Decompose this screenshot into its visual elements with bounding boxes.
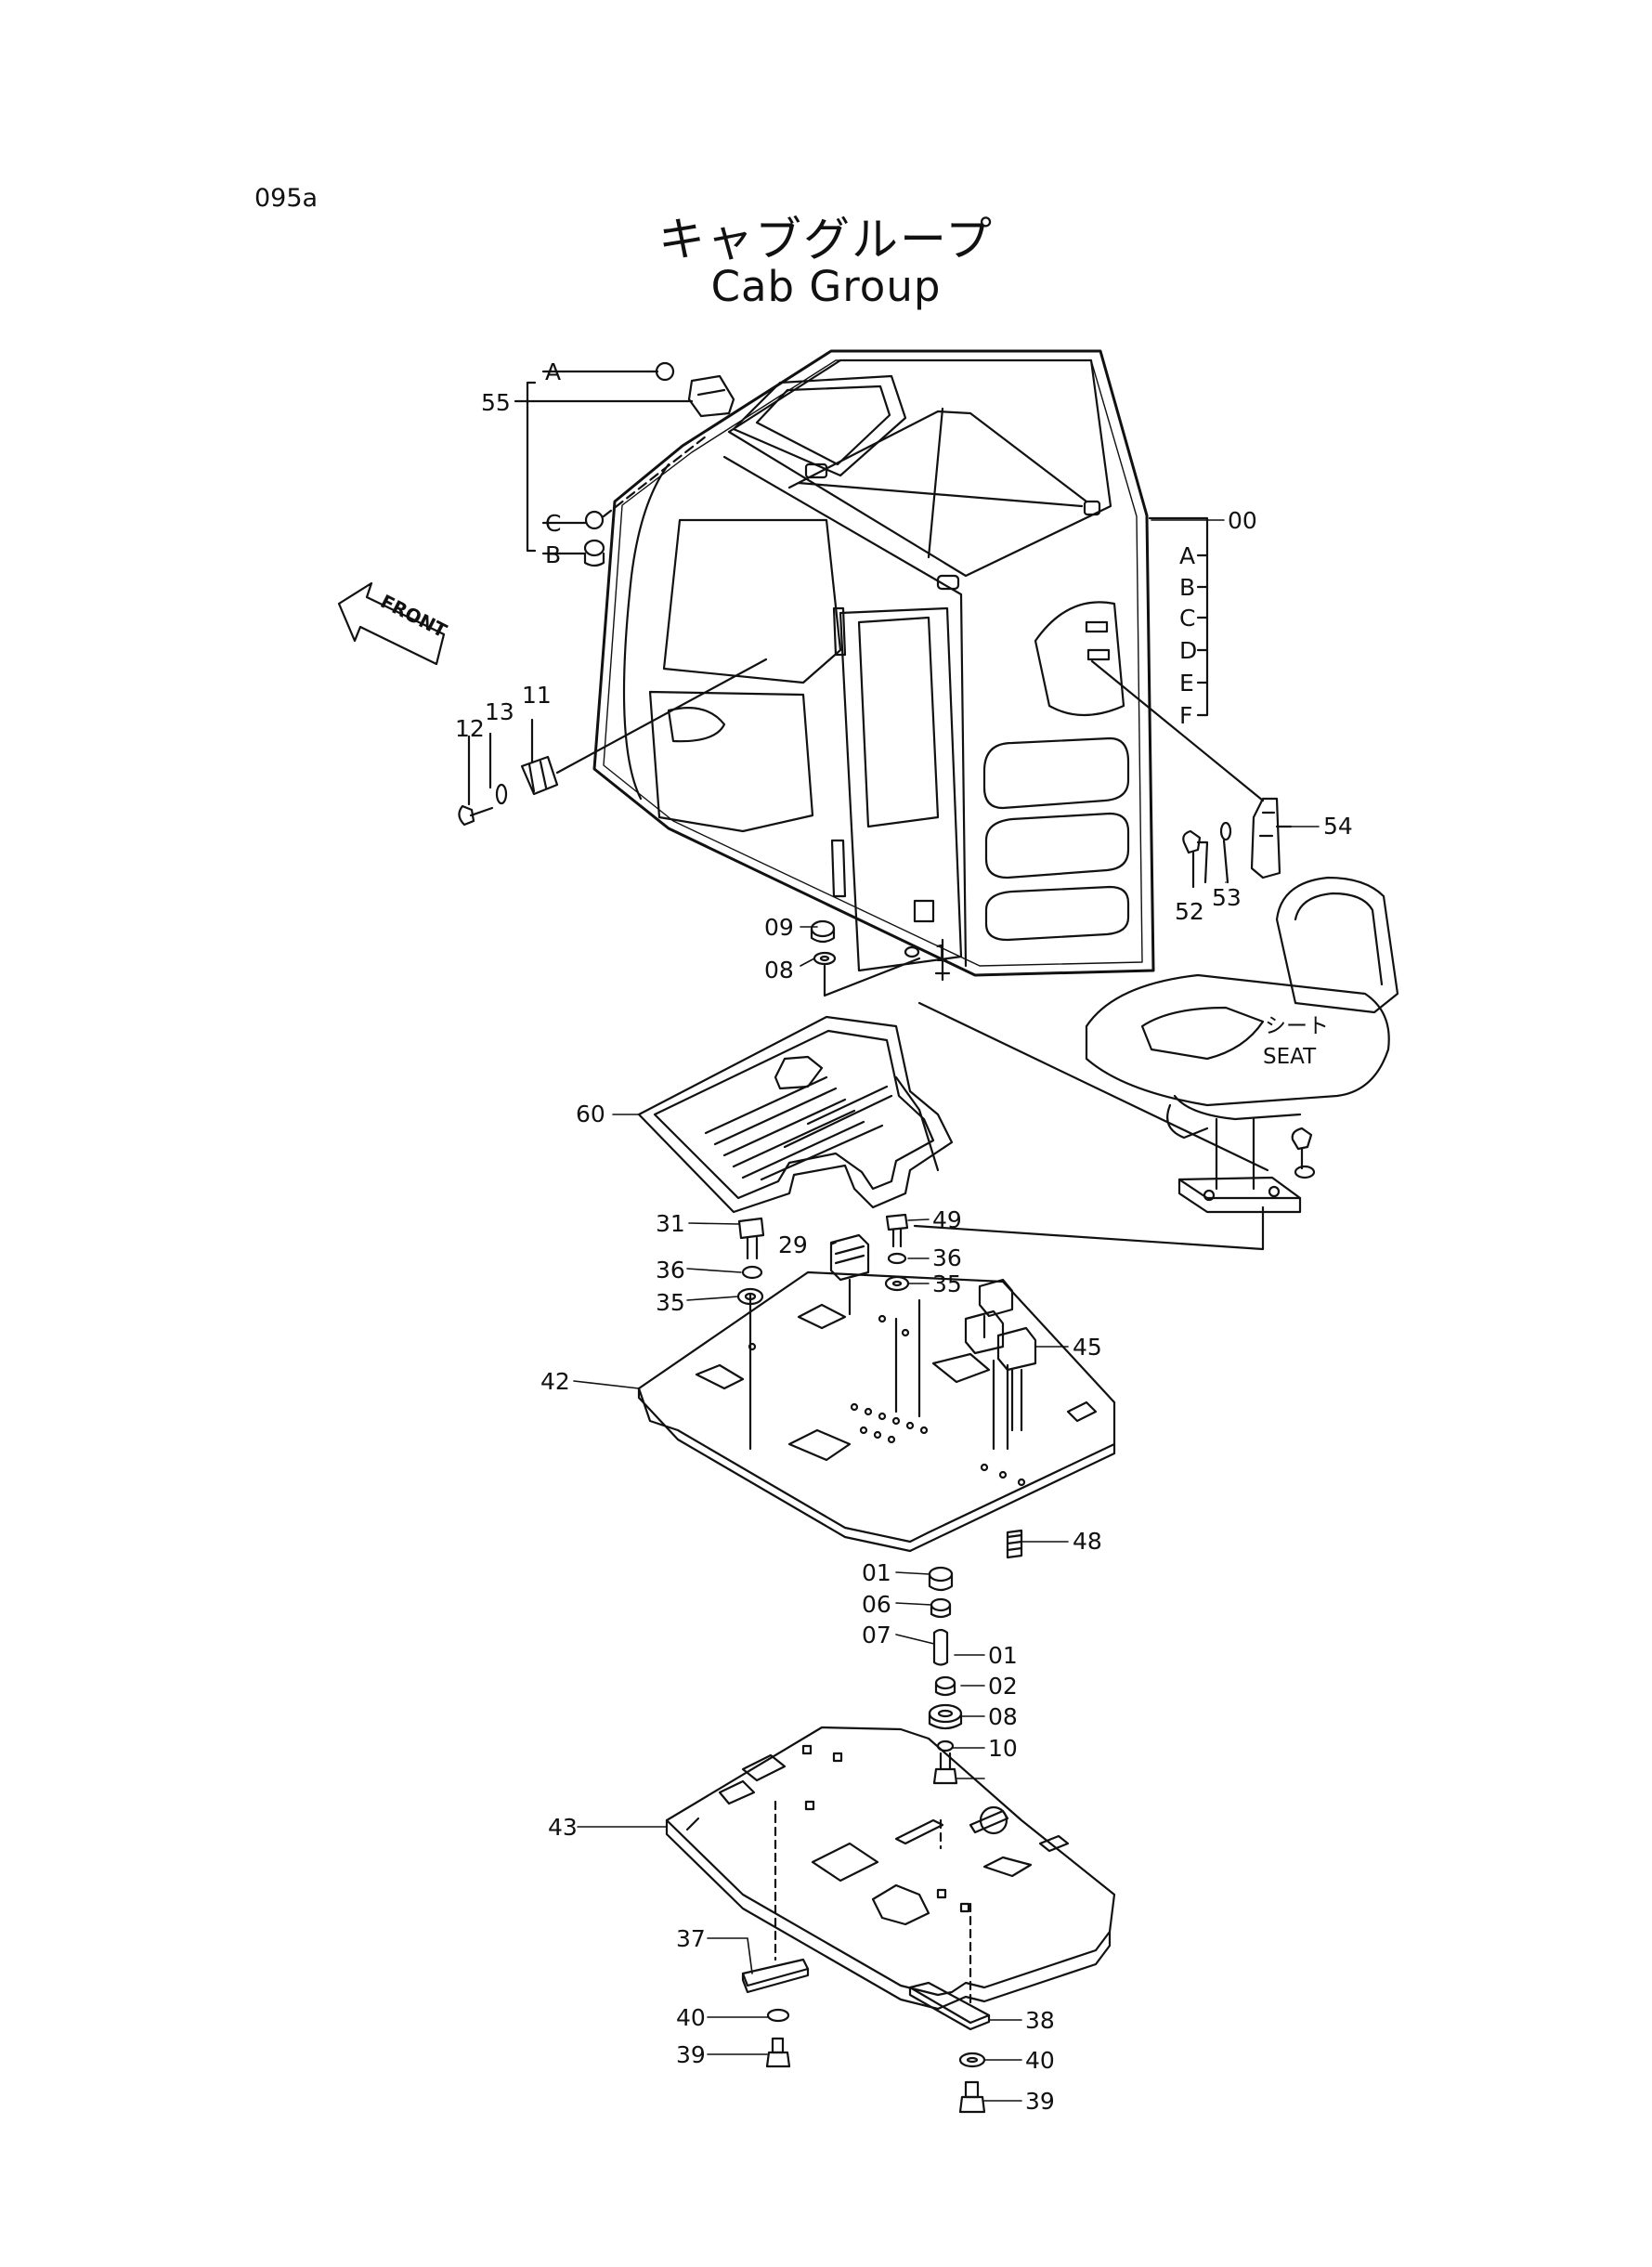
part-48-spring (1006, 1529, 1023, 1559)
label-55: 55 (481, 389, 511, 416)
label-06: 06 (862, 1591, 891, 1618)
label-01-lower: 01 (988, 1642, 1018, 1669)
label-53: 53 (1212, 884, 1242, 911)
label-29: 29 (778, 1231, 808, 1258)
label-09: 09 (764, 914, 794, 941)
label-36-left: 36 (656, 1257, 685, 1283)
label-43: 43 (548, 1814, 578, 1841)
label-00-letter-f: F (1179, 702, 1192, 729)
part-29-grommet (829, 1233, 870, 1316)
label-08-lower: 08 (988, 1703, 1018, 1730)
label-01-upper: 01 (862, 1559, 891, 1586)
front-arrow-icon (337, 581, 446, 666)
part-42-floor-plate (637, 1270, 1116, 1553)
label-54: 54 (1323, 813, 1353, 840)
mount-stack (928, 1566, 963, 1850)
label-35-right: 35 (932, 1270, 962, 1297)
label-36-right: 36 (932, 1244, 962, 1271)
leader-lines (514, 400, 1320, 2102)
bracket-55 (526, 381, 537, 553)
label-55-letter-c: C (545, 510, 561, 537)
label-45: 45 (1073, 1334, 1102, 1361)
label-55-letter-a: A (545, 358, 561, 385)
label-13: 13 (485, 698, 514, 725)
label-00: 00 (1228, 507, 1257, 534)
part-45-grommets (964, 1278, 1037, 1432)
part-55-handle (583, 361, 735, 567)
label-1: 1 (934, 940, 949, 967)
page-code: 095a (254, 184, 319, 213)
label-60: 60 (576, 1101, 605, 1127)
label-31: 31 (656, 1210, 685, 1237)
parts-52-53-54 (1090, 659, 1293, 889)
label-39-left: 39 (676, 2041, 706, 2068)
label-12: 12 (455, 715, 485, 742)
label-48: 48 (1073, 1528, 1102, 1555)
label-00-letter-c: C (1179, 605, 1195, 632)
seat-label-japanese: シート (1265, 1014, 1329, 1038)
label-52: 52 (1175, 898, 1204, 925)
cab-assembly (592, 349, 1155, 977)
parts-37-38-39-40 (741, 1958, 991, 2114)
label-42: 42 (540, 1368, 570, 1395)
part-60-floor-mat (637, 1015, 954, 1214)
title-japanese: キャブグループ (658, 213, 994, 267)
parts-11-12-13 (458, 658, 768, 827)
label-00-letter-e: E (1179, 670, 1194, 697)
front-label: FRONT (377, 590, 450, 642)
label-11: 11 (522, 682, 552, 709)
label-38: 38 (1025, 2007, 1055, 2034)
label-10: 10 (988, 1735, 1018, 1762)
part-43-under-plate (665, 1726, 1116, 2011)
parts-49-35-36-right (884, 1213, 910, 1292)
label-39-right: 39 (1025, 2088, 1055, 2115)
parts-08-09-cab-base (810, 919, 951, 997)
title-english: Cab Group (710, 262, 942, 311)
label-49: 49 (932, 1206, 962, 1233)
label-40-right: 40 (1025, 2047, 1055, 2074)
label-37: 37 (676, 1925, 706, 1952)
parts-31-35-36-left (736, 1217, 765, 1306)
label-00-letter-a: A (1179, 542, 1195, 569)
label-08-upper: 08 (764, 957, 794, 984)
label-35-left: 35 (656, 1289, 685, 1316)
bracket-00-ticks (1196, 554, 1209, 684)
label-02: 02 (988, 1673, 1018, 1700)
label-55-letter-b: B (545, 541, 561, 568)
seat-label-english: SEAT (1263, 1045, 1317, 1069)
seat-illustration (913, 876, 1399, 1251)
callout-labels: A 55 C B 00 A B C D E F FRONT 11 12 13 0… (377, 358, 1353, 2115)
label-00-letter-b: B (1179, 574, 1195, 601)
label-00-letter-d: D (1179, 637, 1197, 664)
label-40-left: 40 (676, 2004, 706, 2031)
label-07: 07 (862, 1622, 891, 1648)
